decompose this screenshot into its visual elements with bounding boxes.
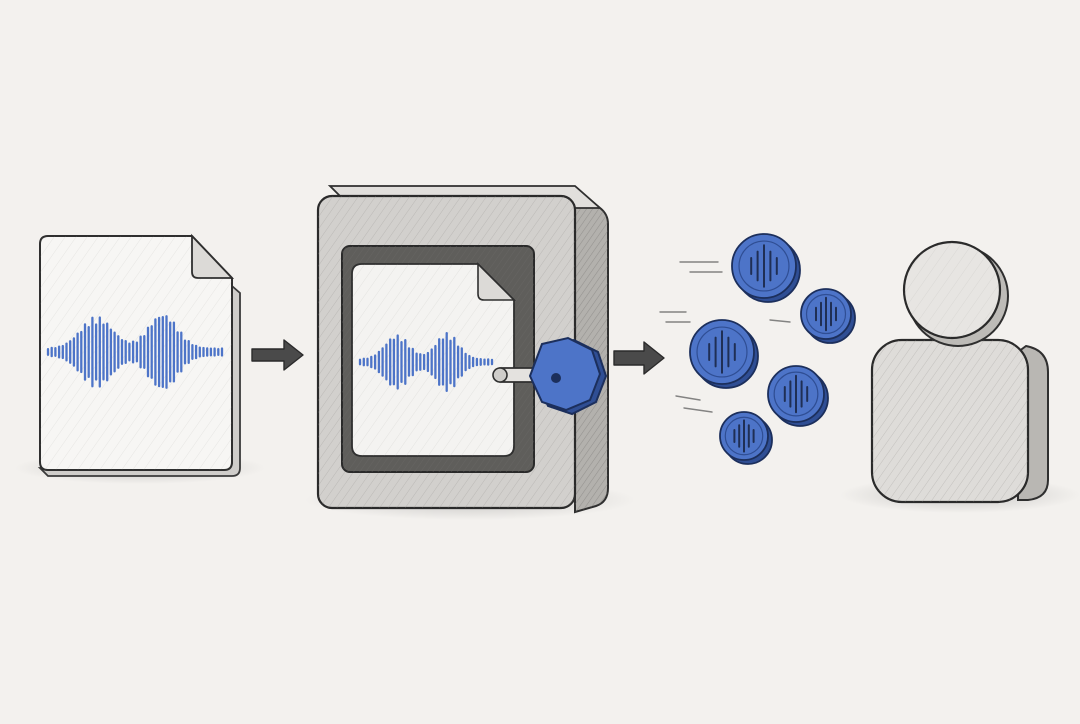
audio-token-coin (731, 233, 801, 303)
audio-token-coin (800, 288, 856, 344)
waveform-safe-file (358, 331, 494, 393)
waveform-audio-file (46, 315, 224, 389)
safe-file-fold (477, 262, 516, 301)
audio-file-icon (15, 233, 265, 484)
audio-token-coin (767, 365, 829, 427)
arrow-right-icon-2 (613, 341, 665, 375)
audio-file-fold (191, 233, 235, 279)
person-icon (840, 240, 1080, 513)
audio-token-coin (689, 319, 759, 389)
arrow-right-icon-1 (251, 339, 304, 371)
coin-tokens-icon (659, 233, 856, 465)
audio-token-coin (719, 411, 773, 465)
motion-lines (659, 261, 791, 413)
octagon-lock-icon (528, 336, 608, 416)
safe-with-lock-icon (305, 185, 635, 520)
